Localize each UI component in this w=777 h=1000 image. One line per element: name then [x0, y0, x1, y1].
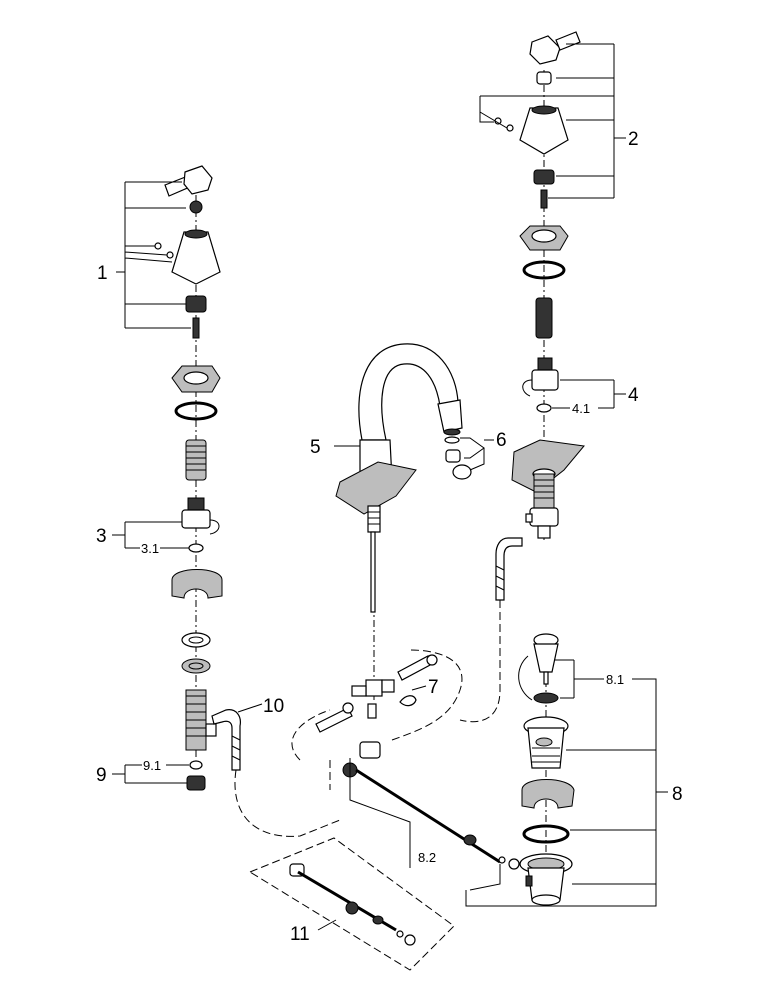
aerator-housing: [452, 464, 472, 480]
left-cartridge-o-ring: [188, 543, 204, 553]
left-mounting-plate: [171, 569, 223, 599]
inlet-hose-left: [315, 707, 353, 733]
kit-ball: [372, 915, 384, 925]
aerator-insert: [445, 449, 461, 463]
left-handle-cone: [171, 231, 221, 285]
callout-label-10: 10: [263, 696, 284, 717]
drain-flange: [523, 716, 569, 769]
callout-label-8-2: 8.2: [418, 850, 436, 865]
left-screw-1: [154, 242, 162, 250]
right-adapter: [533, 169, 555, 185]
callout-label-2: 2: [628, 129, 639, 150]
kit-ring-1: [396, 930, 404, 938]
rod-ball: [463, 834, 477, 846]
aerator-washer: [444, 436, 460, 444]
aerator-parts: [444, 436, 494, 480]
spout-assembly: [334, 343, 463, 700]
right-o-ring: [522, 260, 566, 280]
callout-2-leader: [479, 43, 626, 199]
callout-label-11: 11: [290, 924, 310, 945]
connector-nipple: [367, 703, 377, 719]
tee-connector-assembly: [234, 600, 501, 837]
right-handle-cone: [519, 107, 569, 155]
callout-8-leader: [465, 678, 668, 907]
left-valve-body: [185, 689, 217, 751]
tee-fitting: [351, 679, 395, 697]
left-adapter: [185, 295, 207, 313]
callout-label-9: 9: [96, 765, 107, 786]
spout-threaded-stem: [367, 505, 381, 533]
left-outlet-nut: [186, 775, 206, 791]
left-connection-hose: [211, 703, 263, 771]
left-lever-handle: [164, 165, 213, 197]
callout-label-6: 6: [496, 430, 507, 451]
left-washer: [181, 632, 211, 648]
callout-4-leader: [552, 379, 626, 409]
left-valve-cartridge: [181, 497, 220, 535]
left-handle-assembly: [154, 165, 223, 791]
left-o-ring: [174, 401, 218, 421]
callout-1-leader: [116, 181, 191, 329]
lift-rod-kit: [248, 837, 455, 971]
callout-8-1-leader: [518, 655, 604, 701]
left-mounting-nut: [181, 658, 211, 674]
pop-up-rod-assembly: [342, 741, 520, 891]
right-mounting-plate: [511, 439, 585, 493]
kit-ring-2: [404, 934, 416, 946]
callout-label-7: 7: [428, 677, 439, 698]
left-screw-2: [166, 251, 174, 259]
left-outlet-ring: [189, 760, 203, 770]
right-cap-ring: [536, 71, 552, 85]
right-screw-2: [506, 124, 514, 132]
drain-stopper: [533, 633, 559, 685]
right-valve-cartridge: [522, 357, 559, 397]
lift-rod: [355, 768, 501, 864]
stopper-seal: [533, 692, 559, 704]
callout-9-leader: [112, 764, 189, 784]
rod-ring-1: [498, 856, 506, 864]
right-lever-handle: [529, 31, 581, 65]
left-fixing-screw: [192, 317, 200, 339]
connector-clip: [399, 695, 417, 707]
callout-label-4: 4: [628, 385, 639, 406]
rod-ring-2: [508, 858, 520, 870]
callout-label-4-1: 4.1: [572, 401, 590, 416]
spout-pull-rod: [370, 531, 376, 613]
spout-aerator-head: [437, 399, 463, 433]
callout-label-5: 5: [310, 437, 321, 458]
drain-o-ring: [522, 824, 570, 844]
callout-label-1: 1: [97, 263, 108, 284]
drain-gasket-plate: [521, 779, 575, 809]
callout-label-3-1: 3.1: [141, 541, 159, 556]
right-cartridge-o-ring: [536, 403, 552, 413]
right-threaded-sleeve: [535, 297, 553, 339]
callout-label-8: 8: [672, 784, 683, 805]
callout-label-9-1: 9.1: [143, 758, 161, 773]
callout-label-3: 3: [96, 526, 107, 547]
callout-label-8-1: 8.1: [606, 672, 624, 687]
drain-body: [519, 853, 573, 906]
right-fixing-screw: [540, 189, 548, 209]
right-handle-assembly: [494, 31, 585, 540]
drain-assembly: [519, 633, 575, 906]
left-cap-ring: [189, 200, 203, 214]
rod-clevis: [359, 741, 381, 759]
callout-3-leader: [112, 521, 189, 549]
right-valve-body: [525, 468, 559, 539]
spout-base-plate: [335, 461, 417, 515]
kit-nut: [345, 901, 359, 915]
right-connection-hose: [495, 537, 523, 601]
